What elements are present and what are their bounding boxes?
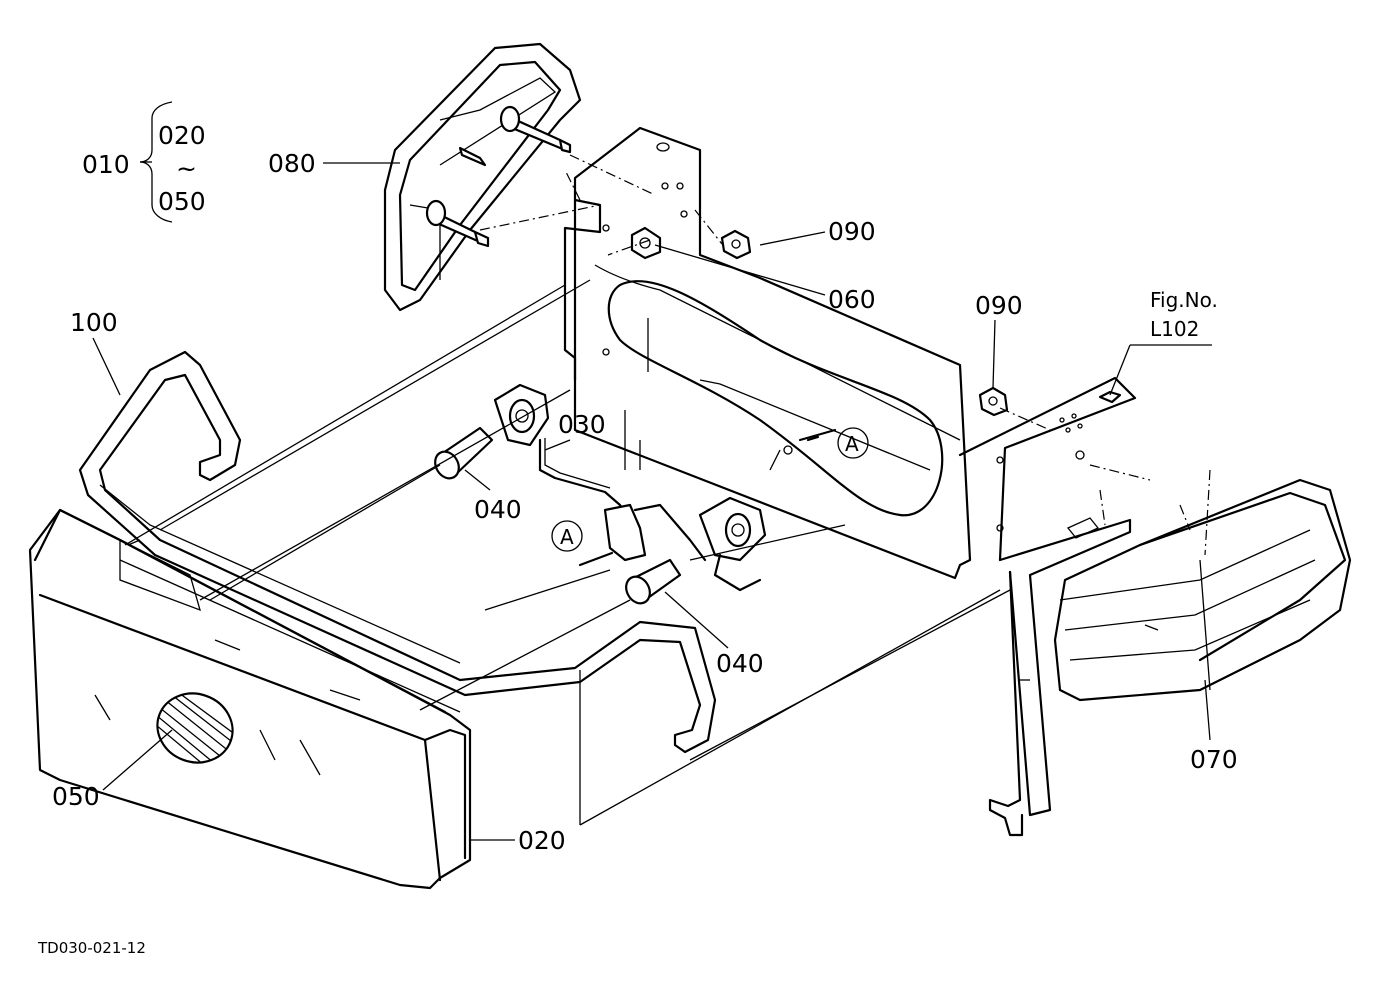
figure-ref-line2: L102 [1150,317,1199,341]
side-lamp-070 [1053,478,1352,702]
grommet-060 [630,226,662,260]
figure-ref-line1: Fig.No. [1150,288,1218,312]
callout-040-upper: 040 [474,495,522,524]
nut-090-lower [978,386,1009,417]
front-lamp-020 [28,508,472,890]
assembly-lines [124,154,1211,826]
assembly-parent-label: 010 [82,150,130,179]
view-a-label-lower: A [560,525,574,549]
view-a-marker-lower [551,520,583,552]
callout-020: 020 [518,826,566,855]
callout-060: 060 [828,285,876,314]
assembly-range-start-label: 020 [158,121,206,150]
callout-100: 100 [70,308,118,337]
callout-030: 030 [558,410,606,439]
bulb-040-upper [434,426,494,480]
callout-080: 080 [268,149,316,178]
assembly-range-symbol: ~ [176,154,197,183]
view-a-label-upper: A [845,432,859,456]
callout-050: 050 [52,782,100,811]
wiring-harness-030 [493,383,767,592]
view-a-marker-upper [837,427,869,459]
callout-090-lower: 090 [975,291,1023,320]
rear-lamp-080 [383,42,582,312]
handle-frame-100 [78,350,717,754]
nut-090-upper [720,229,752,260]
callout-070: 070 [1190,745,1238,774]
bulb-040-lower [625,558,682,605]
drawing-code: TD030-021-12 [37,939,146,957]
assembly-range-end-label: 050 [158,187,206,216]
leader-lines [92,161,1212,841]
callout-090-upper: 090 [828,217,876,246]
callout-040-lower: 040 [716,649,764,678]
assembly-brace [139,101,173,223]
